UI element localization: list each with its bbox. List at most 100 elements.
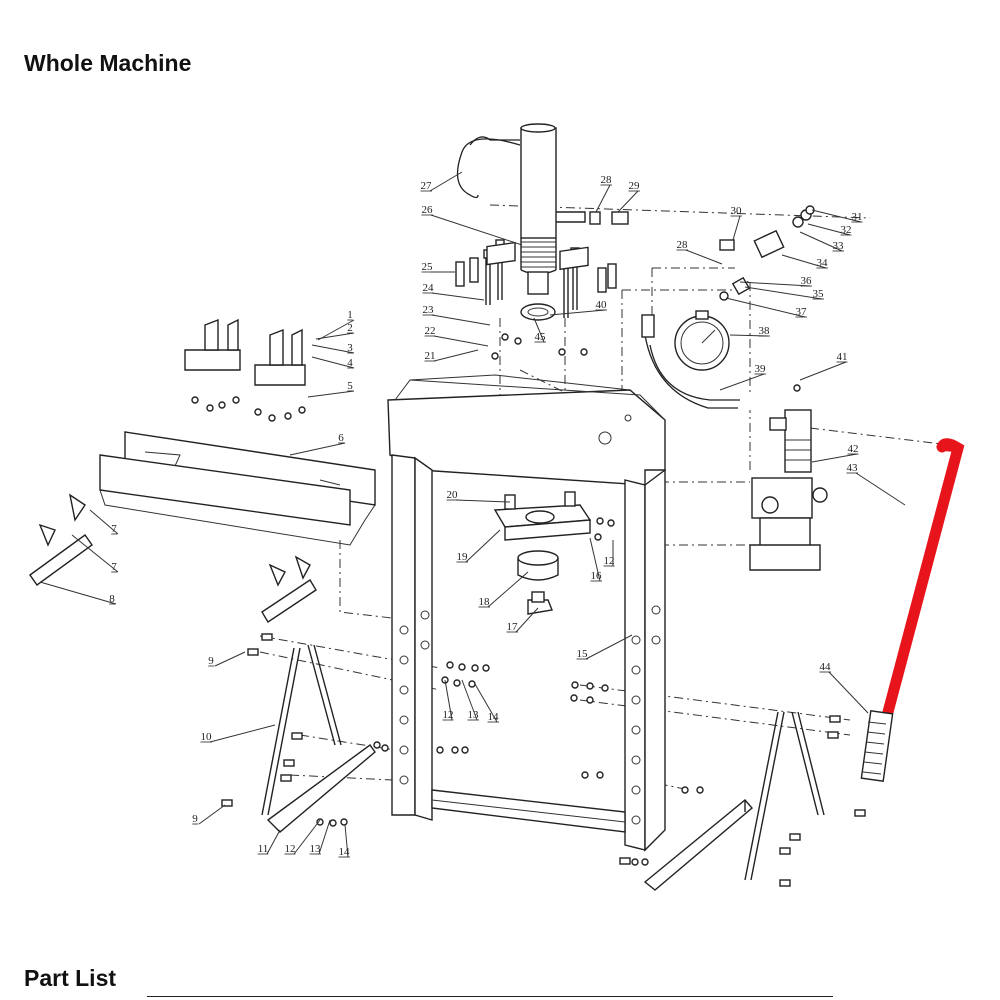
callout-14: 14: [488, 711, 500, 723]
leader-line: [317, 319, 355, 341]
leader-line: [744, 286, 823, 300]
hydraulic-pump: [749, 384, 828, 571]
callout-35: 35: [813, 288, 825, 300]
gauge-hose: [649, 344, 740, 401]
leader-line: [318, 819, 331, 855]
callout-28: 28: [601, 174, 613, 186]
support-pins: [29, 493, 317, 623]
leader-line: [311, 356, 355, 369]
leader-line: [725, 297, 806, 318]
leader-line: [585, 634, 633, 660]
callout-8: 8: [109, 593, 115, 605]
pressure-gauge: [674, 310, 730, 371]
section-title-part-list: Part List: [24, 965, 117, 991]
leader-line: [311, 344, 355, 354]
leader-line: [293, 819, 321, 855]
callout-13: 13: [310, 843, 322, 855]
callout-2: 2: [347, 322, 353, 334]
callout-21: 21: [425, 350, 436, 362]
callout-17: 17: [507, 621, 519, 633]
bolster-plates: [99, 431, 376, 546]
ram-assembly: [493, 491, 615, 615]
leader-line: [430, 214, 523, 246]
callout-25: 25: [422, 261, 434, 273]
press-frame: [387, 374, 666, 852]
callout-22: 22: [425, 325, 436, 337]
callout-20: 20: [447, 489, 459, 501]
callout-36: 36: [801, 275, 813, 287]
leader-line: [39, 581, 117, 605]
callout-7: 7: [111, 523, 117, 535]
callout-9: 9: [208, 655, 214, 667]
callout-38: 38: [759, 325, 771, 337]
callout-32: 32: [841, 224, 852, 236]
hydraulic-cylinder: [520, 123, 586, 295]
leader-line: [549, 309, 606, 316]
leader-line: [433, 349, 479, 362]
callout-27: 27: [421, 180, 433, 192]
stand-legs: [261, 644, 825, 891]
leader-line: [214, 651, 246, 667]
callout-34: 34: [817, 257, 829, 269]
callout-39: 39: [755, 363, 767, 375]
leader-line: [685, 249, 723, 265]
leader-line: [807, 223, 851, 236]
callout-7: 7: [111, 561, 117, 573]
callout-13: 13: [468, 709, 480, 721]
part-list-divider: [147, 996, 833, 997]
leader-line: [315, 332, 355, 340]
callout-28: 28: [677, 239, 689, 251]
callout-31: 31: [852, 211, 863, 223]
leader-line: [266, 829, 281, 855]
v-blocks: [184, 318, 306, 422]
leader-line: [344, 824, 349, 858]
leader-line: [828, 671, 869, 714]
pump-handle: [860, 438, 965, 782]
callout-40: 40: [596, 299, 608, 311]
callout-10: 10: [201, 731, 213, 743]
leader-line: [89, 509, 119, 535]
callout-42: 42: [848, 443, 859, 455]
callout-14: 14: [339, 846, 351, 858]
leader-line: [487, 571, 529, 608]
leader-line: [433, 335, 489, 347]
callout-24: 24: [423, 282, 435, 294]
callout-6: 6: [338, 432, 344, 444]
callout-33: 33: [833, 240, 845, 252]
callout-19: 19: [457, 551, 469, 563]
leader-line: [307, 390, 355, 398]
leader-line: [811, 209, 862, 223]
callout-37: 37: [796, 306, 808, 318]
callout-12: 12: [604, 555, 615, 567]
leader-line: [533, 317, 545, 343]
leader-line: [732, 215, 741, 241]
callout-3: 3: [347, 342, 353, 354]
callout-43: 43: [847, 462, 859, 474]
leader-line: [429, 171, 463, 192]
leader-line: [465, 529, 501, 563]
callout-45: 45: [535, 331, 547, 343]
callout-23: 23: [423, 304, 435, 316]
leader-line: [71, 534, 119, 573]
callout-1: 1: [347, 309, 353, 321]
leader-line: [515, 607, 539, 633]
leader-line: [289, 442, 346, 456]
callout-30: 30: [731, 205, 743, 217]
handle-highlight: [882, 438, 965, 718]
callout-9: 9: [192, 813, 198, 825]
callout-15: 15: [577, 648, 589, 660]
bolts-and-springs: [455, 239, 617, 360]
callout-12: 12: [443, 709, 454, 721]
leader-line: [198, 804, 226, 825]
callout-12: 12: [285, 843, 296, 855]
leader-line: [474, 683, 498, 723]
leader-line: [455, 499, 511, 503]
callout-41: 41: [837, 351, 848, 363]
leader-line: [595, 184, 611, 213]
leader-line: [811, 453, 858, 463]
leader-line: [589, 537, 601, 582]
leader-line: [617, 190, 639, 213]
callout-5: 5: [347, 380, 353, 392]
callout-4: 4: [347, 357, 353, 369]
